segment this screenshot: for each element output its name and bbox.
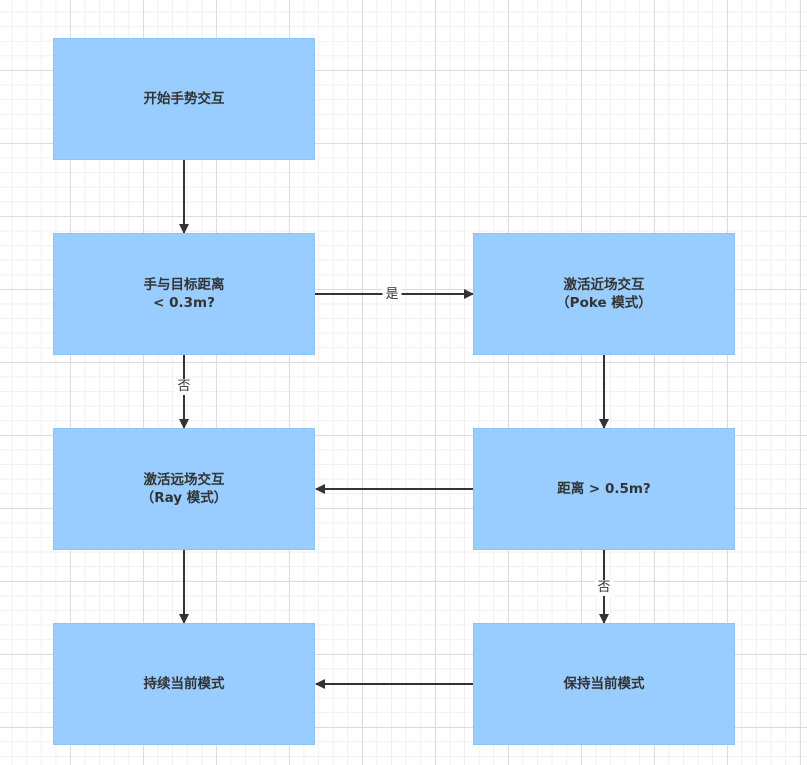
node-keep-current-label: 持续当前模式: [143, 676, 225, 692]
node-ray[interactable]: 激活远场交互 （Ray 模式）: [53, 428, 315, 550]
node-check-far[interactable]: 距离 > 0.5m?: [473, 428, 735, 550]
node-check-far-label: 距离 > 0.5m?: [557, 481, 651, 497]
edge-label-no-right: 否: [594, 580, 614, 596]
node-start-label: 开始手势交互: [143, 91, 225, 107]
node-poke-label: 激活近场交互 （Poke 模式）: [556, 277, 652, 311]
edge-label-no-left: 否: [174, 379, 194, 395]
node-keep-current[interactable]: 持续当前模式: [53, 623, 315, 745]
node-check-near-label: 手与目标距离 < 0.3m?: [143, 277, 225, 311]
node-ray-label: 激活远场交互 （Ray 模式）: [140, 472, 228, 506]
node-poke[interactable]: 激活近场交互 （Poke 模式）: [473, 233, 735, 355]
node-hold-current[interactable]: 保持当前模式: [473, 623, 735, 745]
node-start[interactable]: 开始手势交互: [53, 38, 315, 160]
node-check-near[interactable]: 手与目标距离 < 0.3m?: [53, 233, 315, 355]
edge-label-yes: 是: [382, 287, 402, 303]
node-hold-current-label: 保持当前模式: [563, 676, 645, 692]
